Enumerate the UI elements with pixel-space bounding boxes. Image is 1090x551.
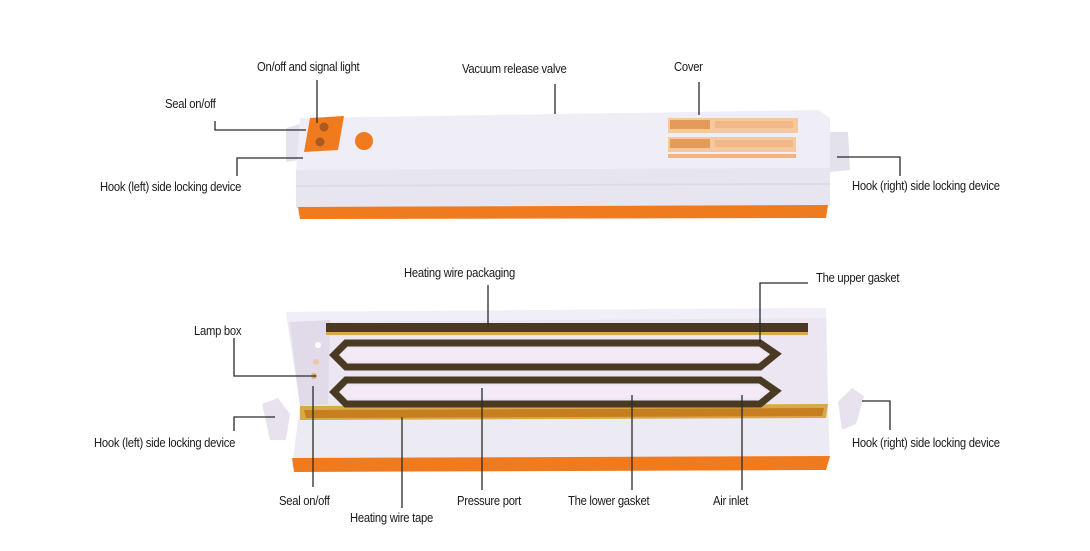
label-vacuum-release-valve: Vacuum release valve — [462, 62, 567, 76]
lower-gasket — [329, 376, 782, 408]
label-lamp-box: Lamp box — [194, 324, 242, 338]
label-hook-left-bottom: Hook (left) side locking device — [94, 436, 236, 450]
label-pressure-port: Pressure port — [457, 494, 522, 508]
leader-lines-bottom — [233, 282, 891, 508]
label-on-off-signal-light: On/off and signal light — [257, 60, 360, 74]
label-heating-wire-tape: Heating wire tape — [350, 511, 433, 525]
heating-wire-bar — [326, 323, 808, 332]
label-hook-left-top: Hook (left) side locking device — [100, 180, 242, 194]
seal-button-icon — [315, 137, 325, 147]
orange-base-strip — [298, 205, 828, 219]
closed-device — [286, 110, 850, 219]
label-seal-on-off-bottom: Seal on/off — [279, 494, 330, 508]
open-device — [262, 308, 864, 472]
right-hook-shape — [838, 388, 864, 430]
label-lower-gasket: The lower gasket — [568, 494, 650, 508]
label-hook-right-bottom: Hook (right) side locking device — [852, 436, 1000, 450]
leader-lines-top — [214, 80, 901, 176]
label-seal-on-off-top: Seal on/off — [165, 97, 216, 111]
label-hook-right-top: Hook (right) side locking device — [852, 179, 1000, 193]
label-cover: Cover — [674, 60, 703, 74]
label-upper-gasket: The upper gasket — [816, 271, 900, 285]
label-air-inlet: Air inlet — [713, 494, 749, 508]
vacuum-release-valve-icon — [355, 132, 373, 150]
label-heating-wire-packaging: Heating wire packaging — [404, 266, 516, 280]
left-hook-shape — [262, 398, 290, 440]
control-panel — [304, 116, 344, 152]
signal-light-icon — [319, 122, 329, 132]
